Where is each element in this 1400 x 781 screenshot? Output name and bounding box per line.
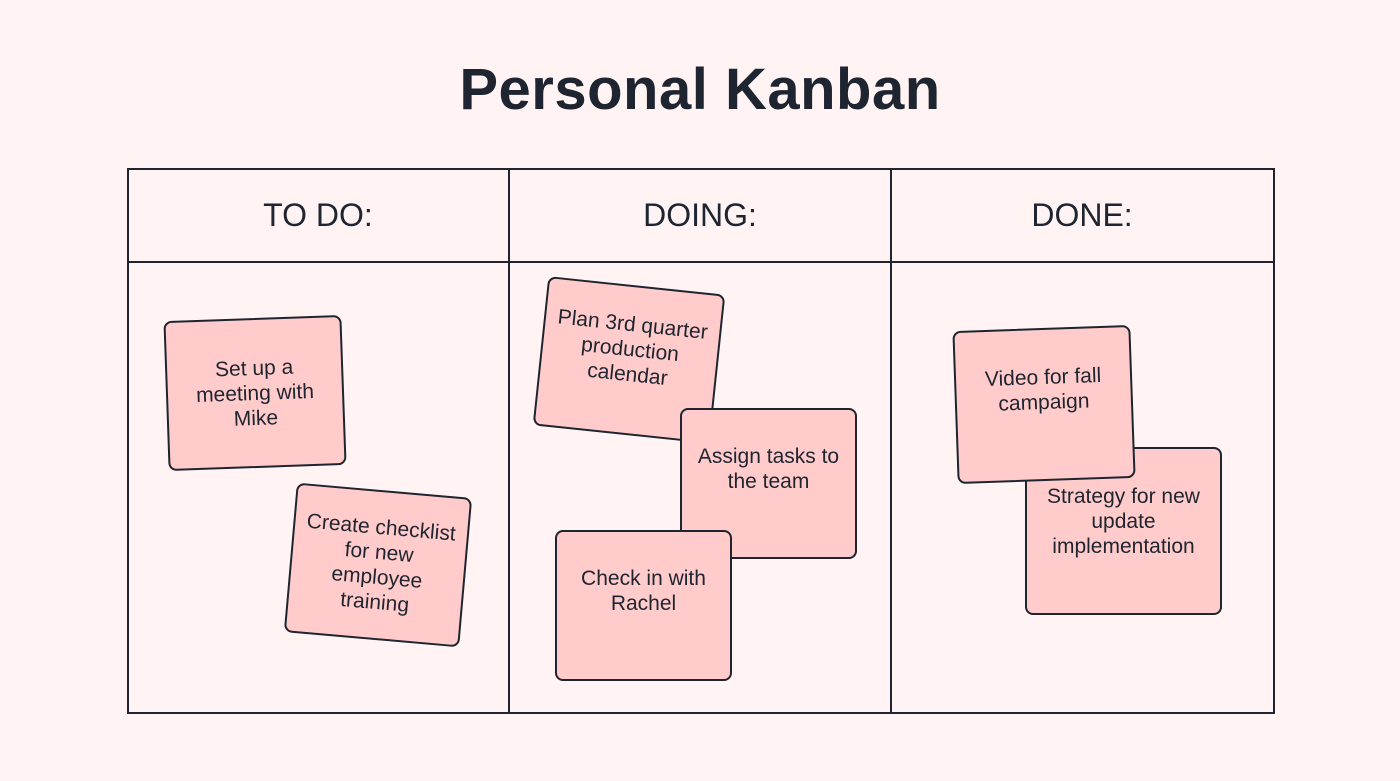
column-divider	[508, 168, 510, 712]
column-header-doing: DOING:	[643, 196, 757, 233]
sticky-note[interactable]: Check in with Rachel	[555, 530, 732, 681]
sticky-note[interactable]: Set up a meeting with Mike	[163, 314, 347, 472]
kanban-board	[127, 168, 1275, 714]
column-header-todo: TO DO:	[263, 196, 373, 233]
sticky-note[interactable]: Create checklist for new employee traini…	[283, 482, 473, 648]
header-divider	[127, 261, 1273, 263]
page-title: Personal Kanban	[459, 57, 941, 122]
column-divider	[890, 168, 892, 712]
column-header-done: DONE:	[1031, 196, 1133, 233]
sticky-note[interactable]: Video for fall campaign	[952, 324, 1136, 485]
